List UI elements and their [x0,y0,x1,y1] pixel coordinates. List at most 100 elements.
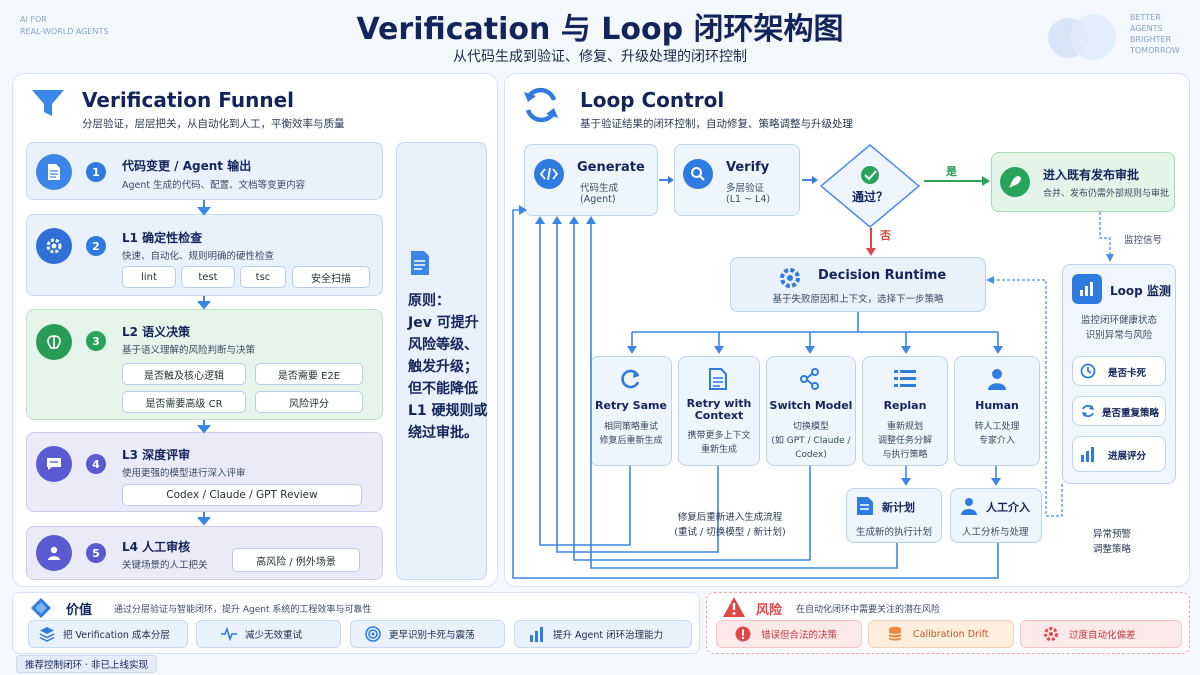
loop-title: Loop Control [580,88,725,112]
user-icon [36,535,72,571]
tier-desc: 基于语义理解的风险判断与决策 [122,345,256,356]
value-label: 更早识别卡死与震荡 [389,630,475,641]
runtime-branches [627,312,1003,354]
new-plan-desc: 生成新的执行计划 [856,527,933,538]
value-label: 把 Verification 成本分层 [63,630,170,641]
tier-1 [26,142,383,200]
approve-desc: 合并、发布仍需外部规则与审批 [1043,189,1170,199]
human-step-title: 人工介入 [986,501,1030,514]
generate-l1: 代码生成 [580,183,619,194]
flow-arrows-top [659,176,818,184]
document-icon [857,497,873,515]
verify-l1: 多层验证 [726,183,765,194]
chip-deep-review: Codex / Claude / GPT Review [122,484,362,506]
strategy-desc: 转人工处理专家介入 [974,422,1020,446]
risk-item: Calibration Drift [868,620,1014,648]
value-item: 提升 Agent 闭环治理能力 [514,620,692,648]
loop-refresh-icon [524,87,558,123]
chat-icon [36,446,72,482]
yes-arrow [924,176,990,186]
tier-title: L1 确定性检查 [122,231,203,245]
chip-advanced-cr: 是否需要高级 CR [122,391,246,413]
search-icon [683,159,713,189]
risk-label: 过度自动化偏差 [1069,630,1136,641]
value-item: 更早识别卡死与震荡 [350,620,505,648]
tier-desc: 使用更强的模型进行深入评审 [122,468,246,479]
strategy-title: Human [975,399,1019,412]
page-title: Verification 与 Loop 闭环架构图 [356,12,844,47]
decision-diamond [819,144,921,228]
tier-title: L3 深度评审 [122,448,191,462]
strategy-replan [862,356,948,466]
monitor-signal-label: 监控信号 [1124,235,1163,246]
document-icon [411,251,429,275]
footer-tag: 推荐控制闭环 · 非已上线实现 [16,655,158,673]
monitor-item-repeat [1072,396,1166,426]
risk-desc: 在自动化闭环中需要关注的潜在风险 [796,605,941,615]
share-icon [800,368,819,390]
verify-title: Verify [726,160,770,175]
user-icon [988,369,1006,390]
gear-icon [780,268,800,288]
risk-title: 风险 [756,603,783,618]
strategy-desc: 携带更多上下文重新生成 [687,431,751,455]
risk-label: Calibration Drift [913,628,989,640]
principle-box [396,142,487,580]
chip-risk-score: 风险评分 [255,391,363,413]
chip-test: test [181,266,235,288]
document-icon [36,154,72,190]
decision-runtime-node [730,257,986,312]
retry-icon [621,369,640,389]
yes-label: 是 [946,165,957,178]
monitor-desc: 监控闭环健康状态识别异常与风险 [1080,315,1157,341]
reenter-note: 修复后重新进入生成流程(重试 / 切换模型 / 新计划) [674,512,786,538]
funnel-icon [32,90,64,116]
strategy-retry-same [590,356,672,466]
monitor-signal-line [1099,212,1114,262]
decision-label: 通过？ [851,190,888,204]
tier-badge: 5 [86,543,106,563]
verify-node [674,144,800,216]
tier-badge: 1 [86,162,106,182]
strategy-desc: 相同策略重试修复后重新生成 [599,422,663,446]
chip-tsc: tsc [240,266,286,288]
bar-chart-icon [1081,447,1094,462]
funnel-arrows [196,200,212,526]
gear-icon [36,228,72,264]
diamond-icon [31,598,51,618]
rocket-icon [1000,167,1030,197]
generate-node [524,144,658,216]
return-loop-lines [512,205,999,579]
document-icon [709,368,727,390]
strategy-desc: 切换模型(如 GPT / Claude /Codex) [771,422,851,460]
warning-icon [723,597,745,617]
alert-dashed-line [986,276,1063,517]
risk-item: 过度自动化偏差 [1020,620,1182,648]
runtime-title: Decision Runtime [818,268,947,283]
sub-step-arrows [901,466,1001,486]
risk-label: 错误但合法的决策 [761,630,838,641]
monitor-item-label: 是否卡死 [1108,368,1147,379]
generate-l2: (Agent) [580,194,616,205]
tier-title: L2 语义决策 [122,325,191,339]
tier-badge: 2 [86,236,106,256]
no-arrow [866,228,876,256]
approve-title: 进入既有发布审批 [1043,168,1140,182]
list-icon [894,370,916,387]
user-icon [961,498,977,515]
code-icon [534,159,564,189]
refresh-icon [1082,404,1094,418]
human-step-desc: 人工分析与处理 [962,527,1029,538]
strategy-title: Replan [883,399,927,412]
strategy-title: Retry Same [595,399,667,412]
risk-item: 错误但合法的决策 [716,620,862,648]
chip-core-logic: 是否触及核心逻辑 [122,363,246,385]
funnel-subtitle: 分层验证，层层把关，从自动化到人工，平衡效率与质量 [82,118,345,130]
value-item: 把 Verification 成本分层 [28,620,188,648]
tier-title: 代码变更 / Agent 输出 [122,159,252,173]
page-subtitle: 从代码生成到验证、修复、升级处理的闭环控制 [453,49,747,65]
tier-desc: 关键场景的人工把关 [122,560,208,571]
